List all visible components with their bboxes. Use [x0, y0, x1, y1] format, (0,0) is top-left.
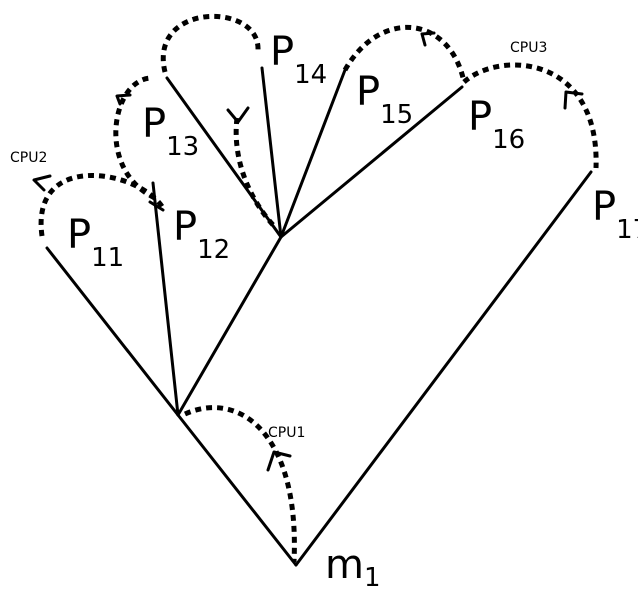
arc-cpu1	[183, 405, 297, 563]
edge-m1-p17	[294, 170, 593, 567]
edge-n2-p14	[260, 66, 283, 239]
arrowhead-p15	[420, 31, 436, 47]
label-p11: P11	[67, 212, 124, 273]
arc-p12-p13	[113, 75, 157, 201]
arrowhead-cpu1	[266, 450, 292, 472]
label-p12: P12	[173, 204, 230, 265]
tree-edges	[45, 66, 593, 567]
label-p15: P15	[356, 69, 413, 130]
label-p13: P13	[142, 101, 199, 162]
arrowheads	[32, 31, 584, 472]
arrowhead-p12	[148, 200, 165, 212]
arrowhead-p14	[226, 106, 250, 124]
arrowhead-cpu2	[32, 174, 52, 192]
cpu-label-2: CPU2	[10, 150, 47, 166]
cpu-labels: CPU1 CPU2 CPU3	[10, 40, 547, 441]
arrowhead-p13	[115, 93, 132, 106]
label-p17: P17	[592, 184, 638, 245]
edge-n2-p13	[165, 76, 283, 239]
label-p14: P14	[270, 29, 327, 90]
edge-n1-p11	[45, 246, 180, 417]
label-p16: P16	[468, 94, 525, 155]
arc-p15-p16	[342, 24, 467, 83]
cpu-label-1: CPU1	[268, 425, 305, 441]
arrowhead-cpu3	[563, 90, 584, 110]
arc-p16-p17	[462, 62, 599, 169]
arc-p14-n2	[233, 117, 276, 228]
arc-p11-p12	[38, 173, 166, 237]
edge-n1-n2	[176, 235, 283, 417]
cpu-label-3: CPU3	[510, 40, 547, 56]
arc-p13-p14	[160, 13, 261, 73]
label-m1: m1	[325, 542, 381, 589]
edge-m1-n1	[176, 413, 298, 567]
node-labels: P11 P12 P13 P14 P15 P16 P17 m1	[67, 29, 638, 589]
edge-n2-p16	[279, 85, 464, 239]
edge-n1-p12	[151, 181, 180, 417]
edge-n2-p15	[279, 68, 347, 239]
traversal-arcs	[38, 13, 599, 563]
